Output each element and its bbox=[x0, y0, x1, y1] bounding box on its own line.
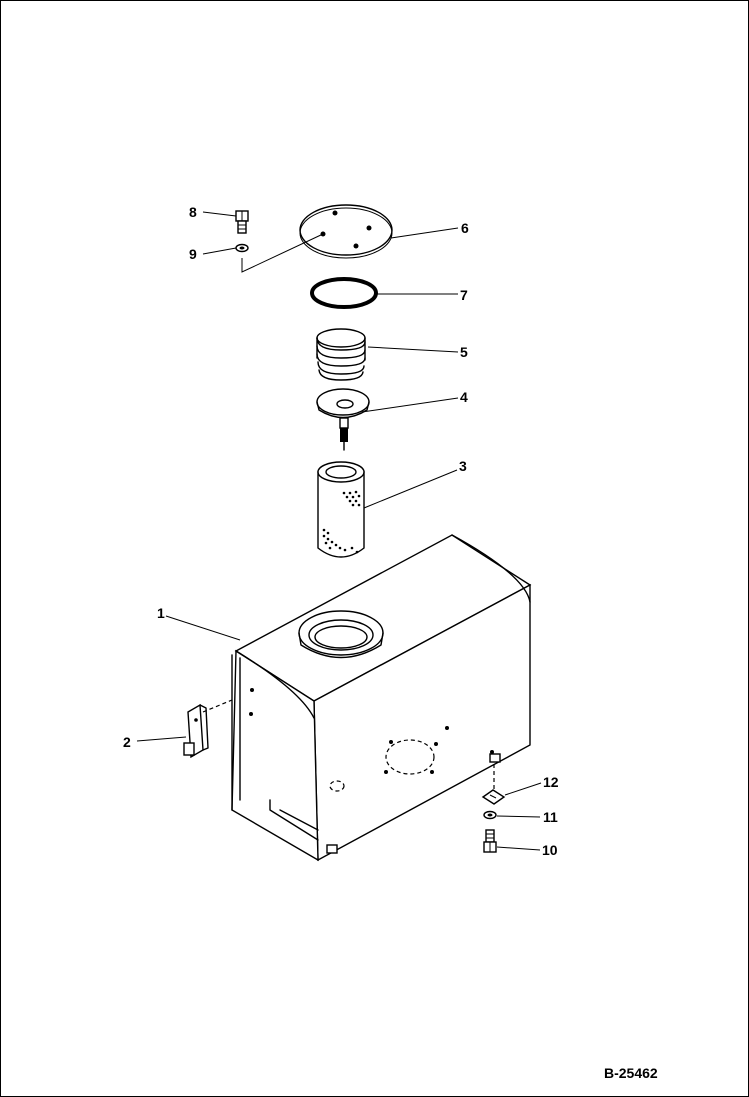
cover-plate-part-6 bbox=[299, 204, 393, 259]
figure-id: B-25462 bbox=[604, 1065, 658, 1081]
bolt-part-8 bbox=[235, 210, 249, 234]
callout-10: 10 bbox=[542, 842, 558, 858]
washer-part-9 bbox=[235, 243, 249, 253]
bracket-part-2 bbox=[183, 699, 233, 759]
bolt-part-10 bbox=[483, 829, 497, 853]
callout-12: 12 bbox=[543, 774, 559, 790]
filter-element-part-3 bbox=[317, 461, 365, 558]
valve-part-4 bbox=[316, 388, 370, 451]
callout-7: 7 bbox=[460, 287, 468, 303]
callout-11: 11 bbox=[543, 809, 558, 825]
callout-5: 5 bbox=[460, 344, 468, 360]
callout-6: 6 bbox=[461, 220, 469, 236]
spring-part-5 bbox=[316, 328, 366, 381]
callout-2: 2 bbox=[123, 734, 131, 750]
washer-part-11 bbox=[483, 810, 497, 820]
hydraulic-tank-part-1 bbox=[231, 534, 532, 862]
callout-4: 4 bbox=[460, 389, 468, 405]
callout-1: 1 bbox=[157, 605, 165, 621]
callout-3: 3 bbox=[459, 458, 467, 474]
callout-9: 9 bbox=[189, 246, 197, 262]
callout-8: 8 bbox=[189, 204, 197, 220]
leader-lines bbox=[136, 211, 542, 851]
o-ring-part-7 bbox=[310, 277, 378, 309]
shim-part-12 bbox=[481, 764, 506, 805]
